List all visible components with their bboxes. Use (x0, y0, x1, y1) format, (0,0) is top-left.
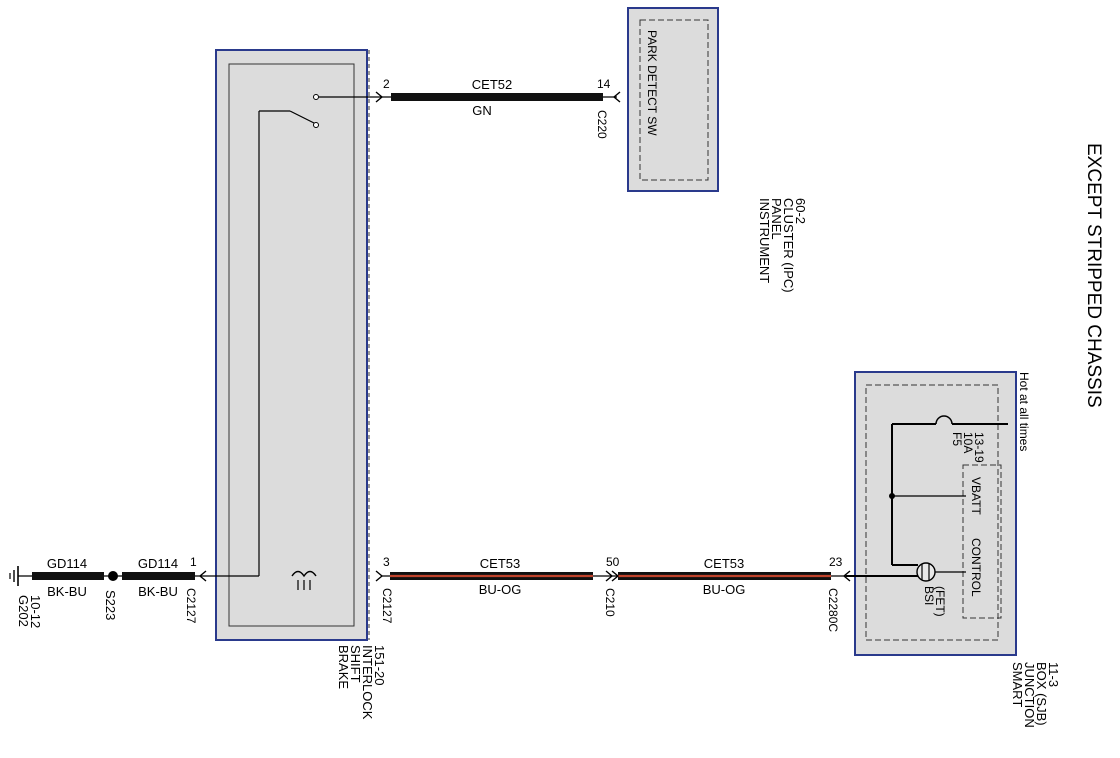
wire-cet53-a-color: BU-OG (479, 582, 522, 597)
wire-gd114-b-circuit: GD114 (138, 556, 178, 571)
connector-c2127-pin3: 3 C2127 (375, 555, 394, 624)
svg-text:C2127: C2127 (380, 588, 394, 624)
wire-cet53-a-circuit: CET53 (480, 556, 520, 571)
ipc-component-label: INSTRUMENT PANEL CLUSTER (IPC) 60-2 (757, 198, 808, 293)
svg-text:151-20: 151-20 (372, 645, 387, 685)
ground-label: G202 10-12 (16, 595, 43, 628)
wire-cet52-body (391, 93, 603, 101)
svg-text:13-19: 13-19 (972, 432, 986, 463)
sjb-inner-dashed (865, 384, 999, 641)
svg-text:10-12: 10-12 (28, 595, 43, 628)
bsi-component-label: BRAKE SHIFT INTERLOCK 151-20 (336, 645, 387, 720)
svg-text:1: 1 (190, 555, 197, 569)
svg-text:(FET): (FET) (933, 586, 947, 617)
connector-arrow-icon (198, 570, 207, 582)
svg-text:SMART: SMART (1010, 662, 1025, 707)
switch-blade (289, 110, 317, 125)
svg-text:CLUSTER (IPC): CLUSTER (IPC) (781, 198, 796, 293)
svg-text:C210: C210 (603, 588, 617, 617)
wire-cet53-b: CET53 BU-OG (618, 556, 846, 597)
ipc-outline (627, 7, 719, 192)
svg-text:10A: 10A (961, 432, 975, 453)
wire-gd114-a: GD114 BK-BU (18, 556, 113, 599)
svg-text:2: 2 (383, 77, 390, 91)
wire-gd114-b: GD114 BK-BU (113, 556, 259, 599)
wire-cet52-color: GN (472, 103, 492, 118)
svg-text:F5: F5 (950, 432, 964, 446)
park-detect-sw-label: PARK DETECT SW (645, 30, 659, 136)
sjb-component-label: SMART JUNCTION BOX (SJB) 11-3 (1010, 662, 1061, 728)
svg-text:11-3: 11-3 (1046, 662, 1061, 687)
ipc-inner-dashed (639, 19, 709, 181)
switch-contact-bottom (313, 122, 319, 128)
splice-label: S223 (103, 590, 118, 620)
connector-arrow-icon (612, 91, 621, 103)
wire-gd114-a-color: BK-BU (47, 584, 87, 599)
smart-junction-box-component: Hot at all times F5 10A 13-19 VBATT CONT… (854, 371, 1061, 728)
connector-arrow-icon (375, 91, 384, 103)
connector-arrow-icon (375, 570, 384, 582)
bsi-inner-outline (228, 63, 355, 627)
wire-cet53-a: CET53 BU-OG (381, 556, 618, 597)
connector-arrow-icon (842, 570, 851, 582)
svg-text:50: 50 (606, 555, 620, 569)
wire-cet52-circuit: CET52 (472, 77, 512, 92)
svg-text:3: 3 (383, 555, 390, 569)
fuse-f5-icon (935, 415, 953, 425)
connector-c220: 14 C220 (595, 77, 621, 139)
svg-text:INTERLOCK: INTERLOCK (360, 645, 375, 720)
connector-c210: 50 C210 (603, 555, 620, 617)
wire-cet53-b-circuit: CET53 (704, 556, 744, 571)
svg-text:60-2: 60-2 (793, 198, 808, 224)
svg-text:14: 14 (597, 77, 611, 91)
connector-c2127-pin2: 2 (375, 77, 390, 103)
svg-text:BOX (SJB): BOX (SJB) (1034, 662, 1049, 726)
svg-text:JUNCTION: JUNCTION (1022, 662, 1037, 728)
switch-contact-top (313, 94, 319, 100)
wire-gd114-b-color: BK-BU (138, 584, 178, 599)
hot-at-all-times-label: Hot at all times (1017, 372, 1031, 451)
bsi-fet-icon (916, 562, 936, 582)
svg-text:C2280C: C2280C (826, 588, 840, 632)
splice-dot-icon (108, 571, 118, 581)
wire-cet53-b-color: BU-OG (703, 582, 746, 597)
svg-text:C220: C220 (595, 110, 609, 139)
control-label: CONTROL (969, 538, 983, 597)
vbatt-label: VBATT (969, 477, 983, 515)
connector-arrow-icon (605, 570, 620, 582)
svg-text:BSI: BSI (922, 586, 936, 605)
svg-text:23: 23 (829, 555, 843, 569)
bsi-module-outline (215, 49, 368, 641)
svg-text:C2127: C2127 (184, 588, 198, 624)
svg-text:SHIFT: SHIFT (348, 645, 363, 683)
connector-c2127-pin1: 1 C2127 (184, 555, 207, 624)
instrument-panel-cluster-component: PARK DETECT SW INSTRUMENT PANEL CLUSTER … (627, 7, 808, 293)
brake-shift-interlock-component: BRAKE SHIFT INTERLOCK 151-20 (215, 49, 387, 720)
wire-cet52: CET52 GN (381, 77, 617, 118)
svg-text:G202: G202 (16, 595, 31, 627)
sjb-outline (854, 371, 1017, 656)
fuse-f5-label: F5 10A 13-19 (950, 432, 986, 463)
solenoid-coil-icon (291, 570, 317, 590)
sjb-control-dashed (962, 464, 1002, 619)
diagram-title: EXCEPT STRIPPED CHASSIS (1083, 143, 1104, 408)
connector-c2280c: 23 C2280C (826, 555, 851, 632)
wire-gd114-a-circuit: GD114 (47, 556, 87, 571)
ground-icon (9, 566, 19, 586)
svg-text:PANEL: PANEL (769, 198, 784, 240)
bsi-fet-label: BSI (FET) (922, 586, 947, 617)
svg-text:INSTRUMENT: INSTRUMENT (757, 198, 772, 283)
svg-text:BRAKE: BRAKE (336, 645, 351, 689)
